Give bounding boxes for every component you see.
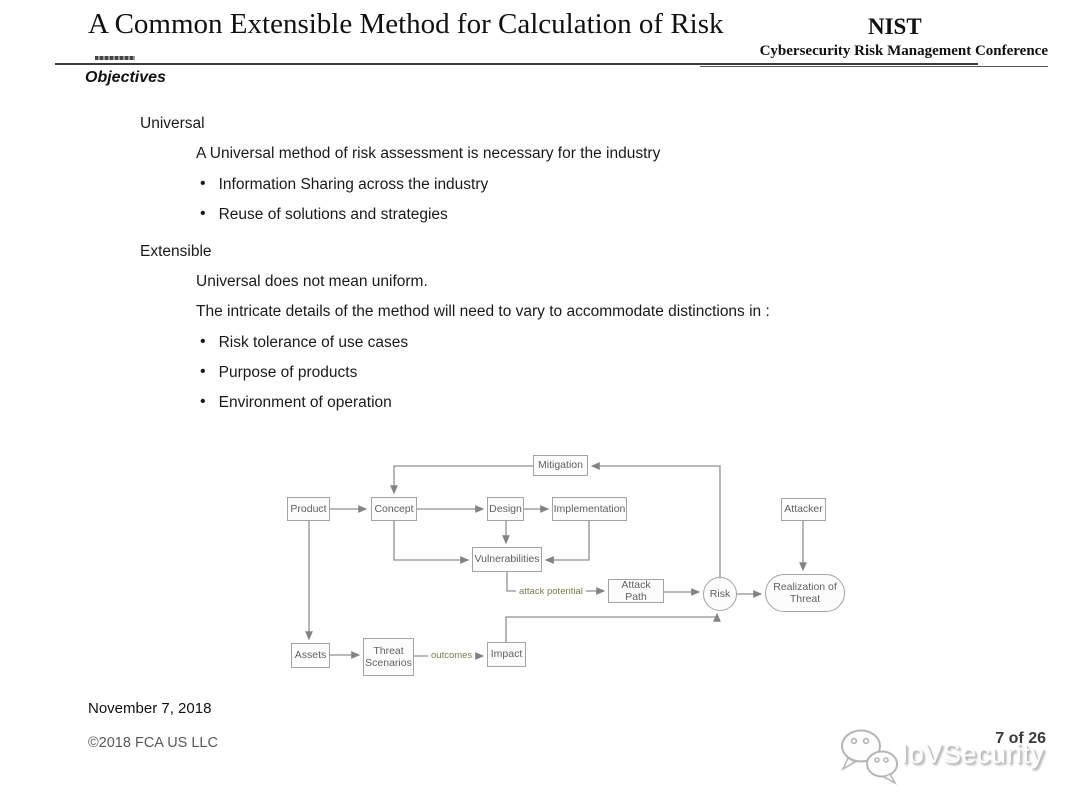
- bullet-item: Risk tolerance of use cases: [200, 334, 409, 352]
- slide-date: November 7, 2018: [88, 700, 212, 717]
- bullet-item: Purpose of products: [200, 364, 358, 382]
- node-impact: Impact: [487, 642, 526, 667]
- slide-title: A Common Extensible Method for Calculati…: [88, 8, 724, 40]
- node-realization-of-threat: Realization of Threat: [765, 574, 845, 612]
- node-risk: Risk: [703, 577, 737, 611]
- node-attack-path: Attack Path: [608, 579, 664, 603]
- node-assets: Assets: [291, 643, 330, 668]
- bullet-item: Information Sharing across the industry: [200, 176, 489, 194]
- tiny-scribble: [95, 56, 135, 60]
- edge-label-attack-potential: attack potential: [516, 586, 586, 597]
- copyright-text: ©2018 FCA US LLC: [88, 735, 218, 751]
- section-title: Extensible: [140, 243, 212, 260]
- node-threat-scenarios: Threat Scenarios: [363, 638, 414, 676]
- node-mitigation: Mitigation: [533, 455, 588, 476]
- header-rule-thin: [700, 66, 1048, 67]
- conference-name: Cybersecurity Risk Management Conference: [759, 43, 1048, 59]
- page-number: 7 of 26: [995, 730, 1046, 747]
- node-design: Design: [487, 497, 524, 521]
- section-title: Universal: [140, 115, 205, 132]
- body-line: A Universal method of risk assessment is…: [196, 145, 661, 162]
- node-attacker: Attacker: [781, 498, 826, 521]
- body-line: Universal does not mean uniform.: [196, 273, 428, 290]
- node-product: Product: [287, 497, 330, 521]
- body-line: The intricate details of the method will…: [196, 303, 770, 320]
- watermark-text: IoVSecurity: [901, 739, 1045, 769]
- bullet-item: Reuse of solutions and strategies: [200, 206, 448, 224]
- wechat-bubbles-icon: [836, 727, 904, 790]
- risk-flow-diagram: Mitigation Product Concept Design Implem…: [280, 450, 855, 685]
- node-implementation: Implementation: [552, 497, 627, 521]
- bullet-item: Environment of operation: [200, 394, 392, 412]
- section-heading: Objectives: [85, 69, 166, 86]
- node-vulnerabilities: Vulnerabilities: [472, 547, 542, 572]
- node-concept: Concept: [371, 497, 417, 521]
- header-rule: [55, 63, 978, 65]
- org-name: NIST: [868, 14, 922, 39]
- edge-label-outcomes: outcomes: [428, 650, 476, 661]
- diagram-connectors: [305, 462, 807, 660]
